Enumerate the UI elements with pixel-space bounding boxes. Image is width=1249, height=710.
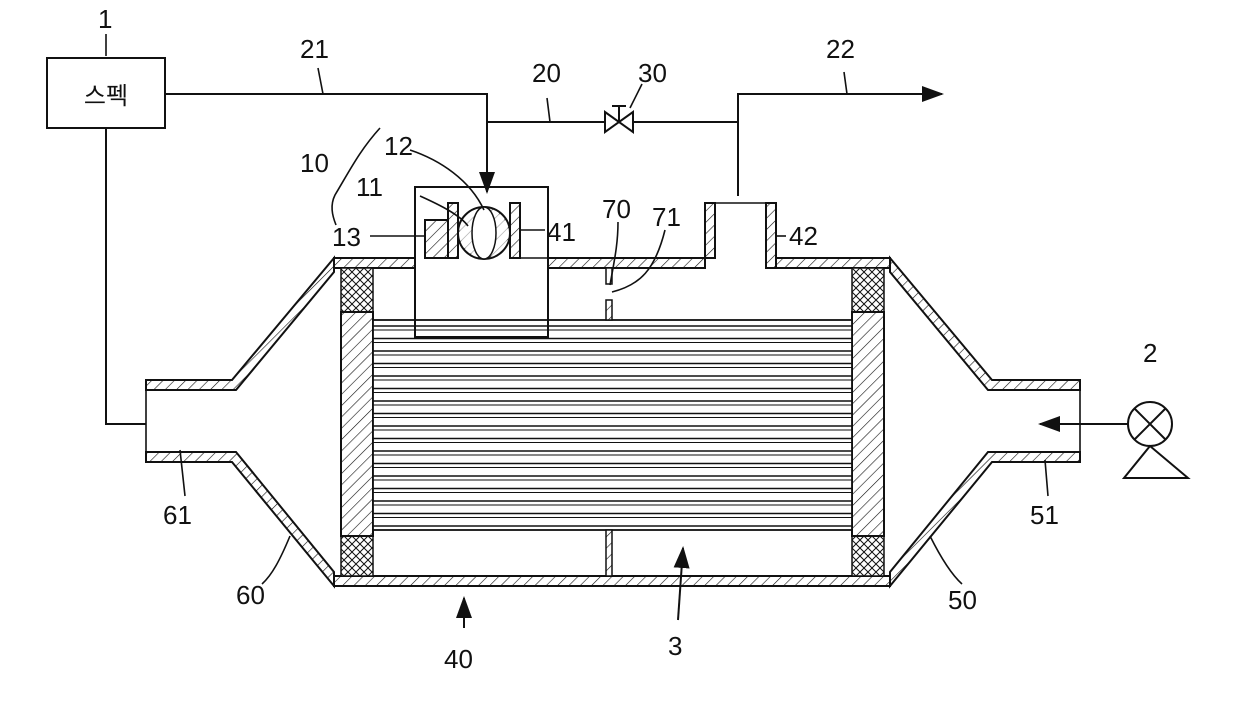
label-2: 2	[1143, 338, 1157, 368]
label-13: 13	[332, 222, 361, 252]
label-3: 3	[668, 631, 682, 661]
label-1: 1	[98, 4, 112, 34]
label-30: 30	[638, 58, 667, 88]
outlet-line-22	[738, 94, 942, 196]
label-40: 40	[444, 644, 473, 674]
label-51: 51	[1030, 500, 1059, 530]
inlet-module-10	[415, 187, 548, 337]
label-60: 60	[236, 580, 265, 610]
valve-30-icon	[605, 106, 633, 132]
stack-to-inlet-line	[106, 128, 146, 424]
label-10: 10	[300, 148, 329, 178]
stack-box-label: 스펙	[84, 82, 128, 110]
pump-2-icon	[1040, 402, 1188, 478]
label-71: 71	[652, 202, 681, 232]
label-20: 20	[532, 58, 561, 88]
label-12: 12	[384, 131, 413, 161]
label-42: 42	[789, 221, 818, 251]
stack-box: 스펙	[47, 58, 165, 128]
label-61: 61	[163, 500, 192, 530]
label-50: 50	[948, 585, 977, 615]
label-21: 21	[300, 34, 329, 64]
label-22: 22	[826, 34, 855, 64]
outlet-port-42	[705, 203, 776, 268]
bypass-line-20	[487, 106, 738, 132]
label-41: 41	[547, 217, 576, 247]
label-70: 70	[602, 194, 631, 224]
label-11: 11	[356, 172, 383, 202]
membrane-bundle-3	[373, 320, 852, 530]
